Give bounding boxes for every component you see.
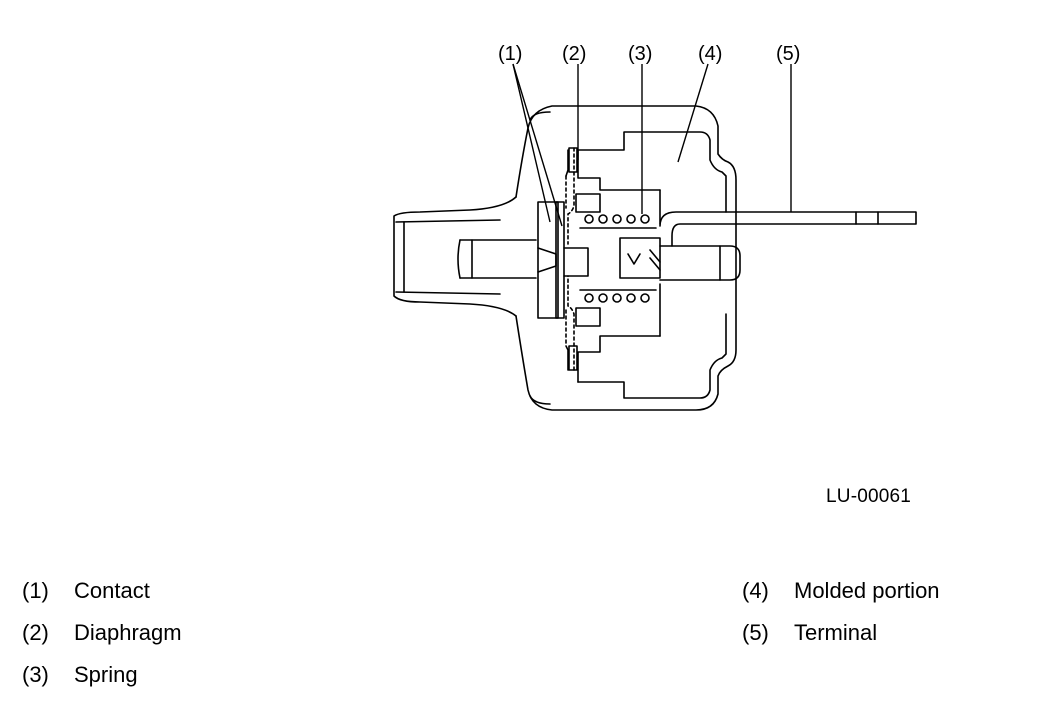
callout-2: (2) [562,43,586,65]
legend-label: Contact [74,578,150,603]
diaphragm [565,147,575,371]
callout-5: (5) [776,43,800,65]
figure-code: LU-00061 [826,486,912,507]
legend-number: (4) [742,578,769,603]
legend-label: Spring [74,662,138,687]
callout-1: (1) [498,43,522,65]
callout-4: (4) [698,43,722,65]
legend-number: (1) [22,578,49,603]
molded-portion [577,131,727,399]
legend-label: Molded portion [794,578,940,603]
legend-label: Diaphragm [74,620,182,645]
legend-item-terminal: (5) Terminal [742,620,877,646]
legend-item-diaphragm: (2) Diaphragm [22,620,182,646]
leader-lines [512,63,792,227]
terminal-stud [619,237,741,281]
callout-3: (3) [628,43,652,65]
legend-item-contact: (1) Contact [22,578,150,604]
switch-housing [515,105,737,411]
legend-number: (5) [742,620,769,645]
legend-item-spring: (3) Spring [22,662,138,688]
threaded-nose [393,196,537,317]
contact-assembly [537,193,601,327]
legend-number: (2) [22,620,49,645]
legend-label: Terminal [794,620,878,645]
callout-labels: (1) (2) (3) (4) (5) [498,43,800,65]
legend-item-molded-portion: (4) Molded portion [742,578,940,604]
diaphragm-edges [565,147,578,371]
terminal-blade [659,211,917,247]
spring [579,214,657,303]
legend-number: (3) [22,662,49,687]
